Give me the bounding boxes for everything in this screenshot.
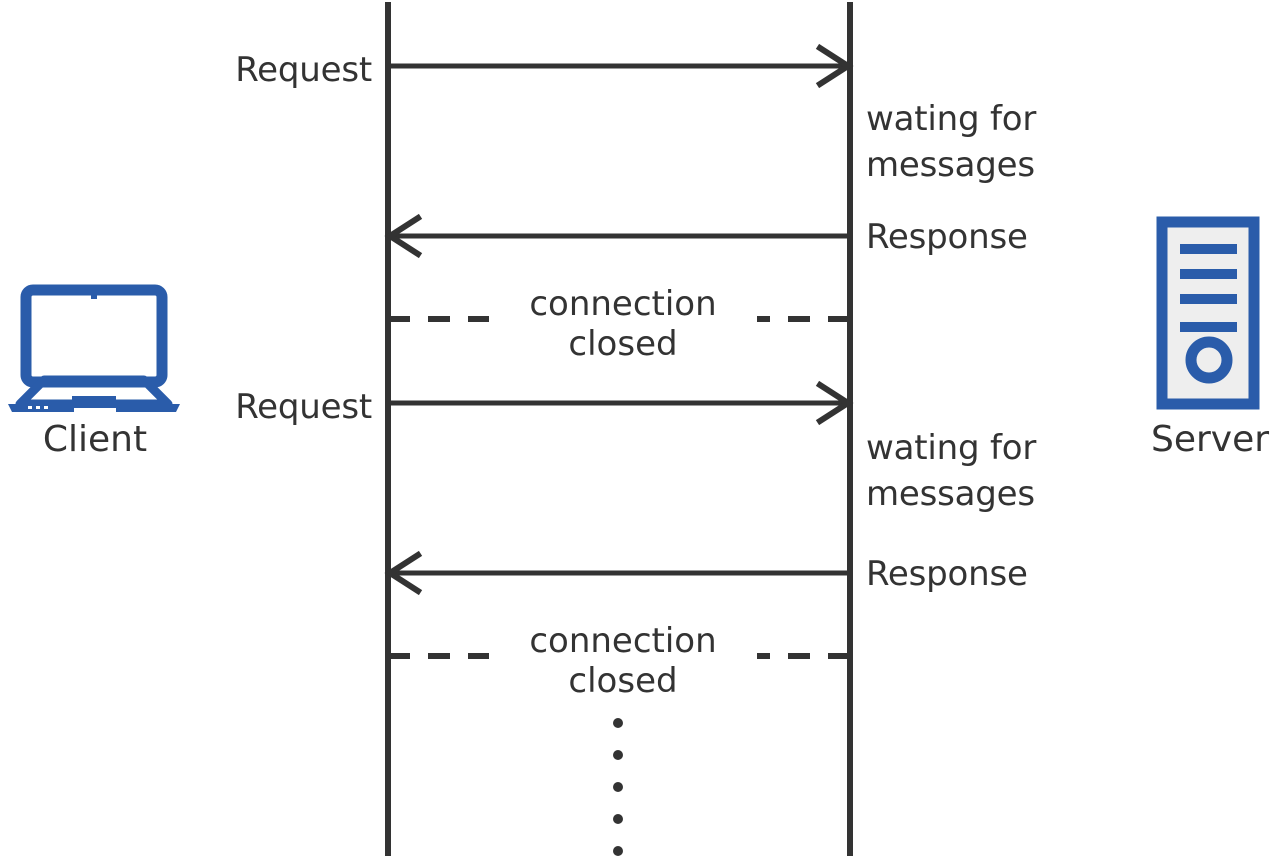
connection-closed-2-label: connection closed [489,621,757,702]
request-1-arrow [388,43,854,89]
waiting-1-label: wating for messages [866,99,1037,186]
response-2-arrow [384,550,850,596]
vertical-ellipsis-icon [613,718,623,856]
client-actor-label: Client [42,419,148,460]
response-1-arrow [384,213,850,259]
request-2-label: Request [235,387,372,427]
laptop-icon [8,284,180,412]
request-1-label: Request [235,50,372,90]
response-2-label: Response [866,554,1028,594]
server-actor-label: Server [1150,419,1270,460]
server-tower-icon [1156,216,1260,410]
request-2-arrow [388,380,854,426]
response-1-label: Response [866,217,1028,257]
connection-closed-1-label: connection closed [489,284,757,365]
waiting-2-label: wating for messages [866,428,1037,515]
